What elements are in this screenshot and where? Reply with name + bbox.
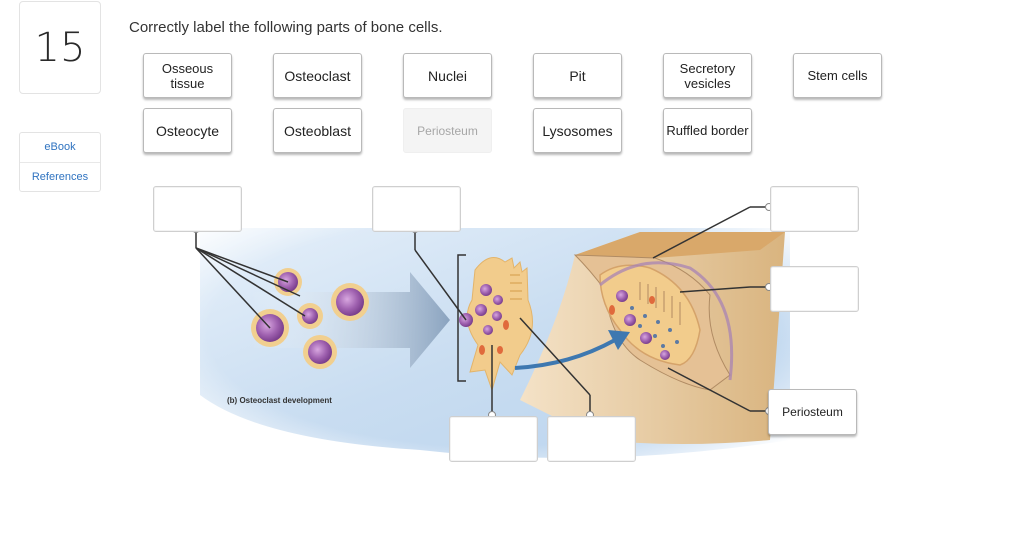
drop-zone-right-bottom[interactable]: Periosteum xyxy=(768,389,857,435)
label-tile-nuclei[interactable]: Nuclei xyxy=(403,53,492,98)
question-prompt: Correctly label the following parts of b… xyxy=(129,19,443,36)
migration-arrow xyxy=(514,338,616,370)
drop-zone-top-middle[interactable] xyxy=(372,186,461,232)
label-tile-stem-cells[interactable]: Stem cells xyxy=(793,53,882,98)
drop-zone-right-top[interactable] xyxy=(770,186,859,232)
osteoclast-cell xyxy=(459,257,533,392)
label-tile-pit[interactable]: Pit xyxy=(533,53,622,98)
drop-zone-bottom-left[interactable] xyxy=(449,416,538,462)
figure-caption: (b) Osteoclast development xyxy=(227,396,332,405)
bracket xyxy=(457,254,466,382)
label-tile-osteocyte[interactable]: Osteocyte xyxy=(143,108,232,153)
leader-lines xyxy=(195,206,769,414)
question-number: 15 xyxy=(19,1,101,94)
resource-links: eBook References xyxy=(19,132,101,192)
label-tile-secretory-vesicles[interactable]: Secretory vesicles xyxy=(663,53,752,98)
label-tile-osteoblast[interactable]: Osteoblast xyxy=(273,108,362,153)
drop-zone-right-middle[interactable] xyxy=(770,266,859,312)
label-tile-osseous-tissue[interactable]: Osseous tissue xyxy=(143,53,232,98)
label-tile-ruffled-border[interactable]: Ruffled border xyxy=(663,108,752,153)
label-tile-osteoclast[interactable]: Osteoclast xyxy=(273,53,362,98)
references-link[interactable]: References xyxy=(20,162,100,191)
drop-zone-top-left[interactable] xyxy=(153,186,242,232)
ebook-link[interactable]: eBook xyxy=(44,141,76,153)
label-tile-lysosomes[interactable]: Lysosomes xyxy=(533,108,622,153)
drop-zone-bottom-right[interactable] xyxy=(547,416,636,462)
label-tile-periosteum-placeholder: Periosteum xyxy=(403,108,492,153)
